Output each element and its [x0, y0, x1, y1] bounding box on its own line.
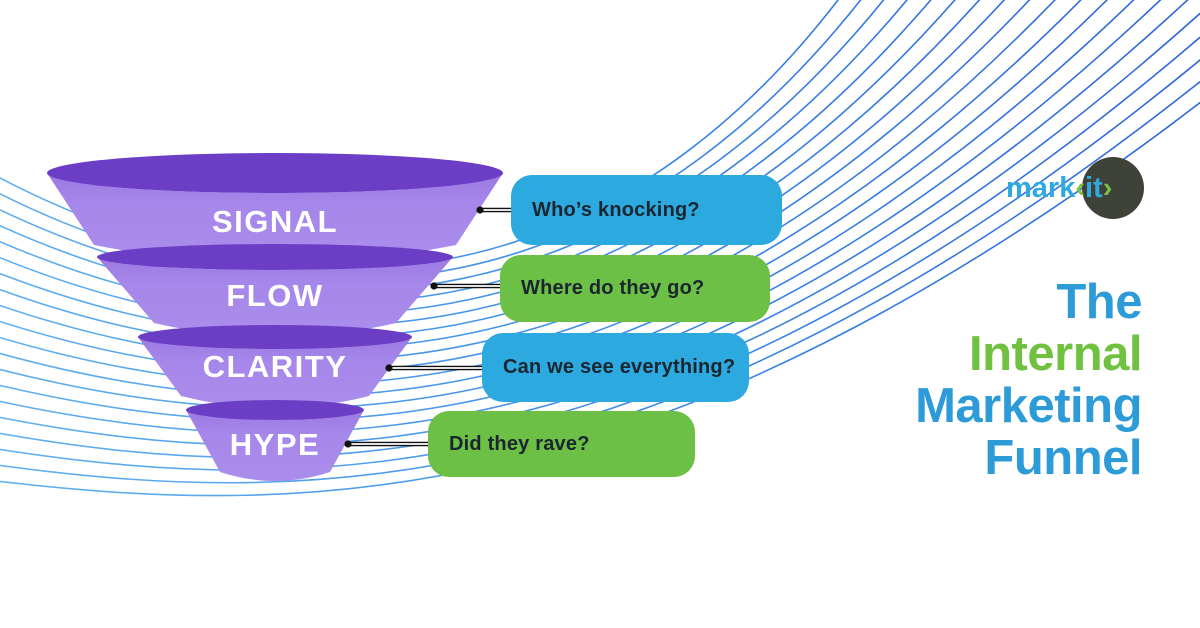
funnel-label-signal: SIGNAL [211, 204, 339, 239]
funnel-tier-body-signal [47, 173, 503, 263]
title-line-the: The [1056, 275, 1142, 329]
funnel-tier-top-clarity [138, 325, 412, 349]
funnel-label-clarity: CLARITY [202, 349, 348, 384]
callout-bubble-clarity: Can we see everything? [482, 333, 749, 402]
callout-text-flow: Where do they go? [521, 277, 705, 299]
logo-it-text: it [1085, 171, 1103, 204]
poster-title: The Internal Marketing Funnel [915, 276, 1142, 484]
funnel-tier-body-flow [97, 257, 453, 337]
brand-logo: mark‹it› [1006, 171, 1112, 205]
funnel [47, 153, 503, 481]
callout-text-clarity: Can we see everything? [503, 356, 736, 378]
connector-dot-signal [476, 206, 484, 214]
logo-mark-text: mark [1006, 171, 1076, 204]
callout-text-signal: Who’s knocking? [532, 198, 700, 221]
callout-bubble-hype: Did they rave? [428, 411, 695, 477]
funnel-tier-body-clarity [138, 337, 412, 408]
callout-bubble-flow: Where do they go? [500, 255, 770, 322]
funnel-tier-top-flow [97, 244, 453, 270]
callout-text-hype: Did they rave? [449, 432, 590, 455]
callout-bubble-signal: Who’s knocking? [511, 175, 782, 245]
title-line-internal: Internal [969, 327, 1142, 381]
decor-line [0, 0, 981, 339]
title-line-marketing: Marketing [915, 379, 1142, 433]
logo-circle [1082, 157, 1144, 219]
logo-bracket-open-icon: ‹ [1075, 171, 1085, 204]
connector-dot-hype [344, 440, 352, 448]
connector-dot-flow [430, 282, 438, 290]
decor-line [0, 0, 1006, 350]
connector-dot-clarity [385, 364, 393, 372]
decor-line [0, 0, 956, 327]
logo-bracket-close-icon: › [1102, 171, 1113, 204]
funnel-tier-top-signal [47, 153, 503, 193]
funnel-label-hype: HYPE [229, 427, 321, 462]
title-line-funnel: Funnel [984, 431, 1142, 485]
funnel-tier-body-hype [186, 410, 364, 481]
funnel-tier-top-hype [186, 400, 364, 420]
funnel-label-flow: FLOW [226, 278, 324, 313]
